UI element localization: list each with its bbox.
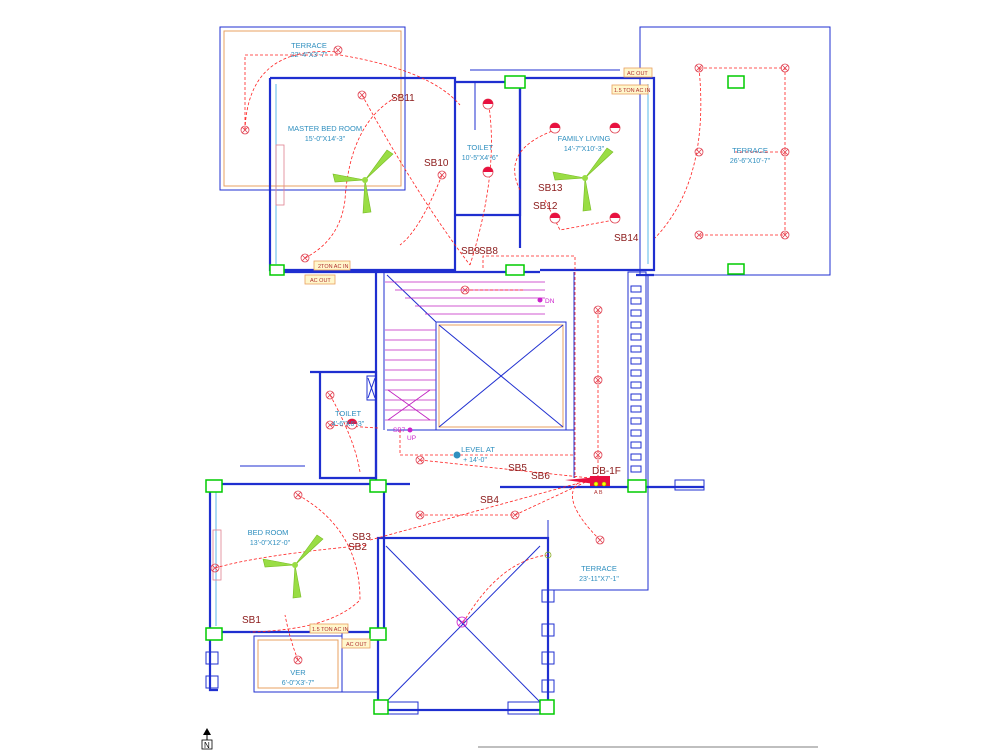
sb3-label: SB3 — [352, 532, 371, 543]
level-value: + 14'-0" — [463, 457, 487, 464]
ac-in-bed: 1.5 TON AC IN — [312, 627, 349, 633]
sb11-label: SB11 — [391, 93, 415, 104]
terrace-se-name: TERRACE — [581, 564, 617, 573]
stair-down-label: DN — [545, 298, 555, 305]
north-arrow-icon — [201, 728, 213, 750]
sb8-label: SB8 — [479, 246, 498, 257]
jali-strip — [627, 271, 647, 483]
master-bed-size: 15'-0"X14'-3" — [305, 136, 346, 143]
ac-out-master: AC OUT — [310, 278, 331, 284]
level-label: LEVEL AT — [461, 445, 495, 454]
terrace-ne-size: 26'-6"X10'-7" — [730, 158, 771, 165]
verandah-name: VER — [290, 668, 306, 677]
sb4-label: SB4 — [480, 495, 499, 506]
walls — [205, 69, 705, 715]
sb5-label: SB5 — [508, 463, 527, 474]
sb9-label: SB9 — [461, 246, 480, 257]
master-bed-name: MASTER BED ROOM — [288, 124, 362, 133]
ac-in-ne: 1.5 TON AC IN — [614, 88, 651, 94]
family-living-name: FAMILY LIVING — [558, 134, 611, 143]
sb6-label: SB6 — [531, 471, 550, 482]
north-label: N — [204, 741, 210, 750]
light-points — [210, 45, 790, 665]
toilet-upper-size: 10'-5"X4'-6" — [462, 155, 499, 162]
bed-room-size: 13'-0"X12'-0" — [250, 540, 291, 547]
sb10-label: SB10 — [424, 158, 449, 169]
terrace-ne-name: TERRACE — [732, 146, 768, 155]
terrace-se-size: 23'-11"X7'-1" — [579, 576, 619, 583]
ceiling-fan-icon — [552, 147, 614, 212]
terrace-nw-name: TERRACE — [291, 41, 327, 50]
structural-columns — [205, 75, 745, 715]
ac-out-ne: AC OUT — [627, 71, 648, 77]
ac-out-bed: AC OUT — [346, 642, 367, 648]
sb2-label: SB2 — [348, 542, 367, 553]
toilet-lower-name: TOILET — [335, 409, 362, 418]
db-1f-sub: A B — [594, 490, 603, 496]
bed-room-name: BED ROOM — [248, 528, 289, 537]
sb7-label: SB7 — [393, 427, 406, 434]
stair-up-label: UP — [407, 435, 416, 442]
family-living-size: 14'-7"X10'-3" — [564, 146, 605, 153]
sb13-label: SB13 — [538, 183, 563, 194]
toilet-upper-name: TOILET — [467, 143, 494, 152]
ac-in-master: 2TON AC IN — [318, 264, 348, 270]
wiring-circuits — [214, 51, 786, 661]
distribution-board — [565, 476, 610, 487]
sb14-label: SB14 — [614, 233, 639, 244]
verandah-size: 6'-0"X3'-7" — [282, 680, 315, 687]
terrace-nw-size: 22'-4"X3'-7" — [291, 52, 328, 59]
sb1-label: SB1 — [242, 615, 261, 626]
sb12-label: SB12 — [533, 201, 558, 212]
toilet-lower-size: 4'-6"X6'-3" — [332, 421, 365, 428]
ceiling-fan-icon — [332, 149, 394, 214]
db-1f-label: DB-1F — [592, 466, 621, 477]
ceiling-fan-icon — [262, 534, 324, 599]
